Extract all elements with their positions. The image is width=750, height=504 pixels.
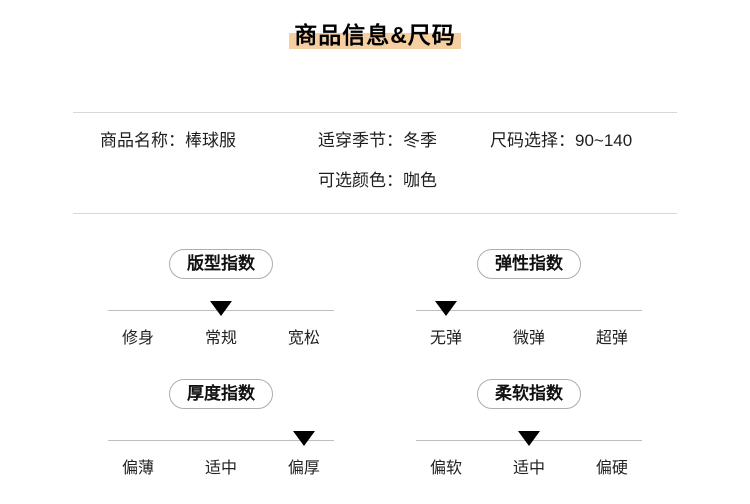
level-label: 宽松 [287,330,320,347]
index-pill: 弹性指数 [477,249,581,279]
level-labels: 偏软 适中 偏硬 [416,459,642,479]
level-label: 超弹 [595,330,628,347]
gauge-line [108,431,334,446]
level-label: 无弹 [430,330,463,347]
index-pill: 版型指数 [169,249,273,279]
triangle-pointer-icon [292,431,315,446]
level-labels: 偏薄 适中 偏厚 [108,459,334,479]
title-highlight [289,33,461,49]
gauge-line [416,301,642,316]
gauge-line [108,301,334,316]
level-label: 微弹 [512,330,546,347]
level-labels: 无弹 微弹 超弹 [416,329,642,349]
field-label: 尺码选择： [490,131,575,150]
table-divider-bottom [73,213,677,214]
info-field-color: 可选颜色：咖色 [318,171,437,191]
index-section-thickness: 厚度指数 偏薄 适中 偏厚 [108,379,334,480]
level-label: 适中 [204,460,238,477]
field-label: 商品名称： [100,131,185,150]
level-label: 偏软 [430,460,463,477]
index-pill: 厚度指数 [169,379,273,409]
info-field-size: 尺码选择：90~140 [490,131,632,151]
index-section-softness: 柔软指数 偏软 适中 偏硬 [416,379,642,480]
page-title: 商品信息&尺码 [294,22,456,48]
page-header: 商品信息&尺码 [0,22,750,58]
level-label: 适中 [512,460,546,477]
level-label: 偏薄 [122,460,155,477]
index-name: 版型指数 [187,254,255,273]
gauge-line [416,431,642,446]
index-name: 弹性指数 [495,254,563,273]
field-label: 可选颜色： [318,171,403,190]
level-label: 偏厚 [287,460,320,477]
field-value: 棒球服 [185,131,236,150]
info-field-product-name: 商品名称：棒球服 [100,131,236,151]
triangle-pointer-icon [518,431,540,446]
index-section-elasticity: 弹性指数 无弹 微弹 超弹 [416,249,642,350]
info-field-season: 适穿季节：冬季 [318,131,437,151]
field-value: 咖色 [403,171,437,190]
index-section-fit: 版型指数 修身 常规 宽松 [108,249,334,350]
level-label: 常规 [204,330,238,347]
index-name: 柔软指数 [495,384,563,403]
triangle-pointer-icon [210,301,232,316]
table-divider-top [73,112,677,113]
level-label: 偏硬 [595,460,628,477]
level-label: 修身 [122,330,155,347]
field-value: 90~140 [575,131,633,150]
triangle-pointer-icon [435,301,458,316]
index-name: 厚度指数 [187,384,255,403]
field-value: 冬季 [403,131,437,150]
field-label: 适穿季节： [318,131,403,150]
index-pill: 柔软指数 [477,379,581,409]
level-labels: 修身 常规 宽松 [108,329,334,349]
